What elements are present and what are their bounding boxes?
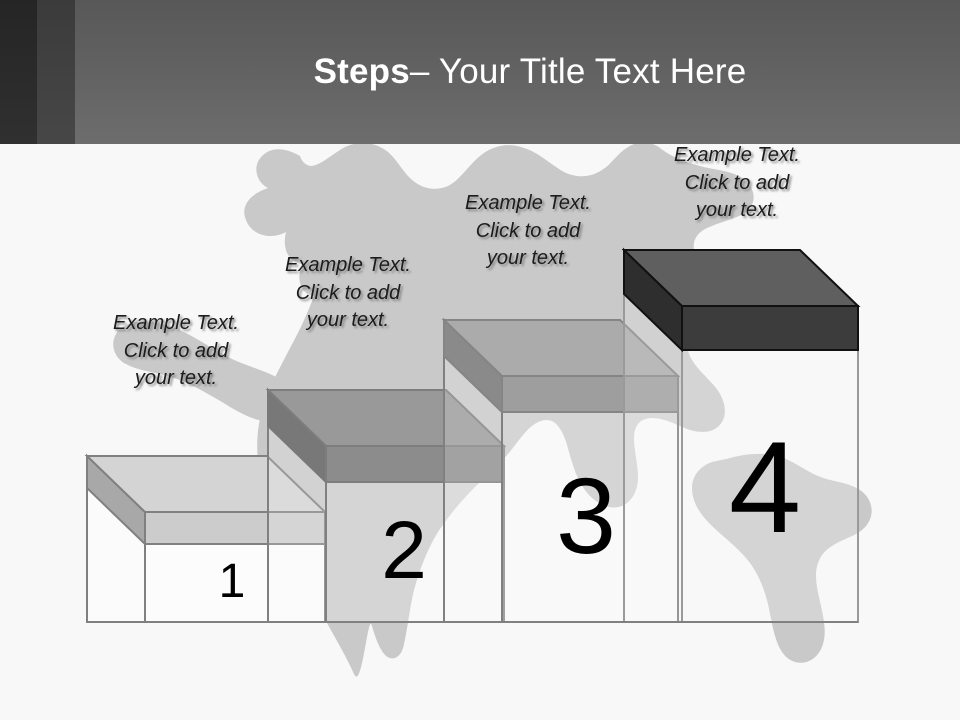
step-block-1[interactable] (84, 453, 328, 623)
title-bar-accent-mid (37, 0, 75, 144)
page-title-strong: Steps (313, 52, 410, 91)
step-3-slab-front (501, 375, 679, 413)
step-block-3[interactable] (441, 317, 681, 623)
step-number-4: 4 (728, 414, 802, 560)
step-block-2[interactable] (265, 387, 507, 623)
title-bar-background (0, 0, 960, 144)
step-caption-2[interactable]: Example Text. Click to add your text. (285, 254, 411, 332)
title-bar: Steps – Your Title Text Here (0, 0, 960, 144)
steps-diagram (0, 144, 960, 720)
page-title: Steps – Your Title Text Here (120, 0, 940, 144)
step-caption-4[interactable]: Example Text. Click to add your text. (674, 144, 800, 222)
step-number-1: 1 (218, 555, 246, 608)
step-caption-1[interactable]: Example Text. Click to add your text. (113, 312, 239, 390)
step-block-4[interactable] (621, 247, 861, 623)
step-caption-3[interactable]: Example Text. Click to add your text. (465, 192, 591, 270)
page-title-rest: – Your Title Text Here (409, 52, 747, 91)
step-4-slab-front (681, 305, 859, 351)
title-bar-accent-dark (0, 0, 37, 144)
step-number-3: 3 (555, 455, 617, 576)
step-number-2: 2 (381, 505, 427, 596)
